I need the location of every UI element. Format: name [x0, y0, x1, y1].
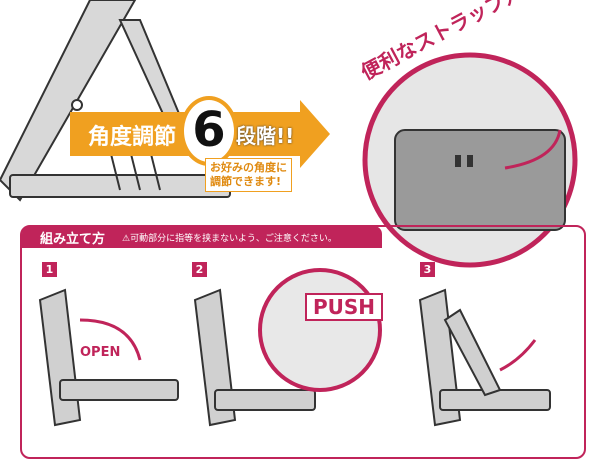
step-number: 3 [420, 262, 435, 277]
push-label: PUSH [305, 293, 384, 321]
note-line: 調節できます! [210, 175, 282, 188]
warning-text: 可動部分に指等を挟まないよう、ご注意ください。 [130, 234, 337, 244]
preference-note: お好みの角度に調節できます! [205, 158, 292, 192]
assembly-header: 組み立て方 ⚠可動部分に指等を挟まないよう、ご注意ください。 [22, 226, 382, 248]
note-line: お好みの角度に [210, 161, 287, 174]
warning-icon: ⚠ [122, 234, 131, 244]
angle-adjust-label: 角度調節 [88, 125, 177, 150]
six-number: 6 [180, 96, 238, 166]
open-label: OPEN [80, 345, 121, 360]
steps-label: 段階!! [236, 124, 295, 148]
assembly-section [20, 225, 586, 459]
assembly-title: 組み立て方 [40, 232, 106, 247]
warning-note: ⚠可動部分に指等を挟まないよう、ご注意ください。 [122, 231, 337, 244]
step-number: 1 [42, 262, 57, 277]
step-number: 2 [192, 262, 207, 277]
